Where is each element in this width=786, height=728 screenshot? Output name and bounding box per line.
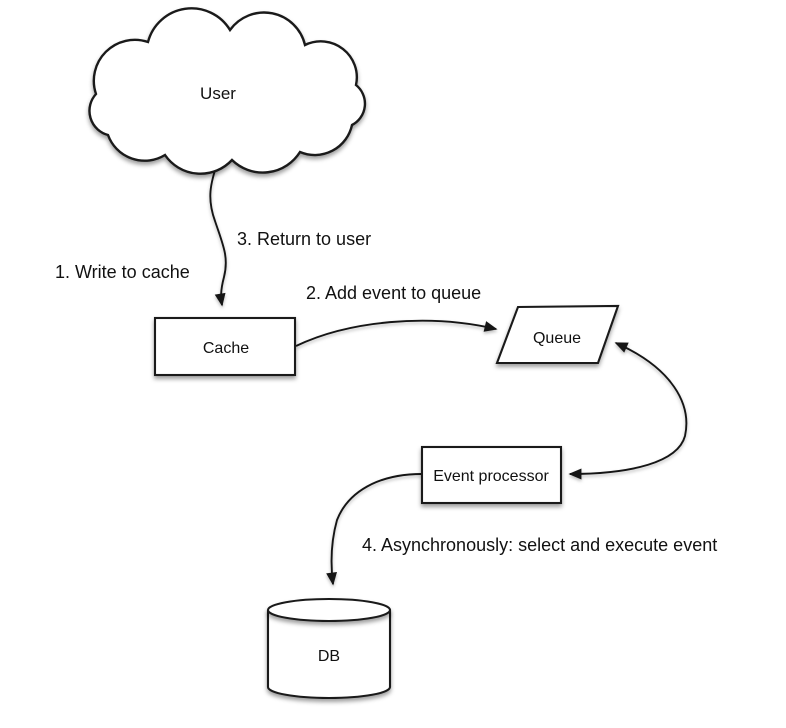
user-node-label: User — [200, 84, 236, 103]
db-cylinder-body — [266, 610, 392, 700]
edge-queue-event-processor — [568, 342, 688, 480]
event-processor-node-label: Event processor — [433, 468, 549, 485]
queue-node-label: Queue — [533, 330, 581, 347]
edge-label-return-to-user: 3. Return to user — [237, 229, 371, 249]
event-processor-node-shape — [420, 445, 563, 505]
edge-event-processor-to-db — [326, 473, 423, 586]
db-node-label: DB — [318, 648, 340, 665]
db-cylinder-top — [266, 597, 392, 623]
label-group: User Cache Queue Event processor DB 1. W… — [55, 84, 717, 665]
edge-group — [209, 160, 688, 586]
cache-node-label: Cache — [203, 340, 249, 357]
edge-cache-to-queue — [295, 319, 498, 347]
edge-user-to-cache — [209, 160, 227, 307]
user-cloud-shape — [88, 7, 367, 175]
node-group — [88, 7, 620, 700]
edge-label-add-event-to-queue: 2. Add event to queue — [306, 283, 481, 303]
queue-node-shape — [495, 304, 620, 365]
cache-node-shape — [153, 316, 297, 377]
edge-label-write-to-cache: 1. Write to cache — [55, 262, 190, 282]
db-cylinder-shape — [266, 597, 392, 700]
edge-label-async-select-execute: 4. Asynchronously: select and execute ev… — [362, 535, 717, 555]
